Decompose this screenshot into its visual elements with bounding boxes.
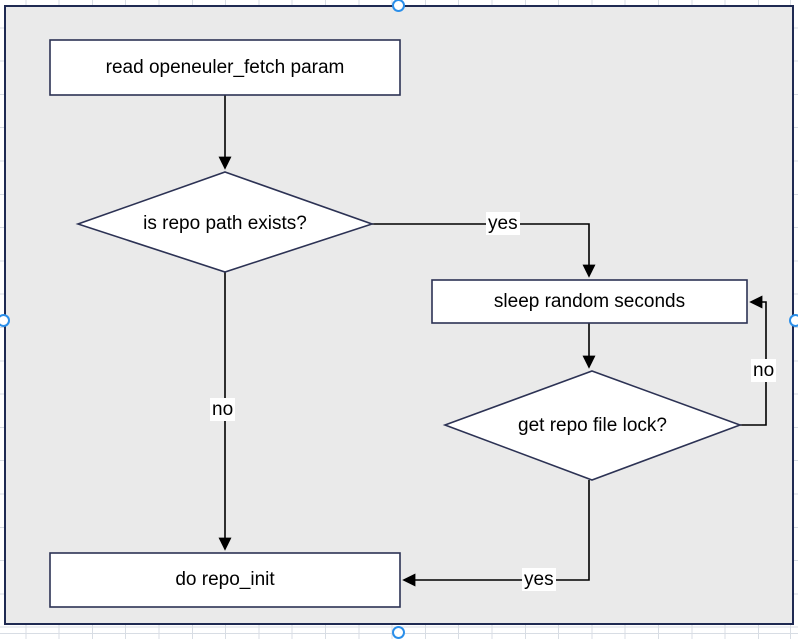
node-is-repo-path-exists[interactable] [75,171,375,273]
shape-do-repo-init[interactable] [50,553,400,607]
shape-sleep-random-seconds[interactable] [432,280,747,323]
node-read-param[interactable] [49,39,401,96]
shape-get-repo-file-lock[interactable] [520,398,670,453]
resize-handle-bottom-center[interactable] [392,626,405,639]
edge-label-no-right: no [751,359,777,383]
edge-label-yes-bottom: yes [522,568,556,592]
edge-label-yes-top: yes [486,212,520,236]
node-do-repo-init[interactable] [49,552,401,608]
connector-file-lock-yes-to-repo-init[interactable] [402,480,590,587]
node-sleep-random-seconds[interactable] [431,279,748,324]
resize-handle-top-center[interactable] [392,0,405,12]
shape-read-param[interactable] [50,40,400,95]
resize-handle-middle-left[interactable] [0,314,10,327]
edge-label-no-left: no [210,398,236,422]
node-get-repo-file-lock[interactable] [442,370,743,481]
resize-handle-middle-right[interactable] [789,314,798,327]
shape-is-repo-path-exists[interactable] [150,196,300,252]
connector-repo-path-yes-to-sleep[interactable] [372,223,596,278]
